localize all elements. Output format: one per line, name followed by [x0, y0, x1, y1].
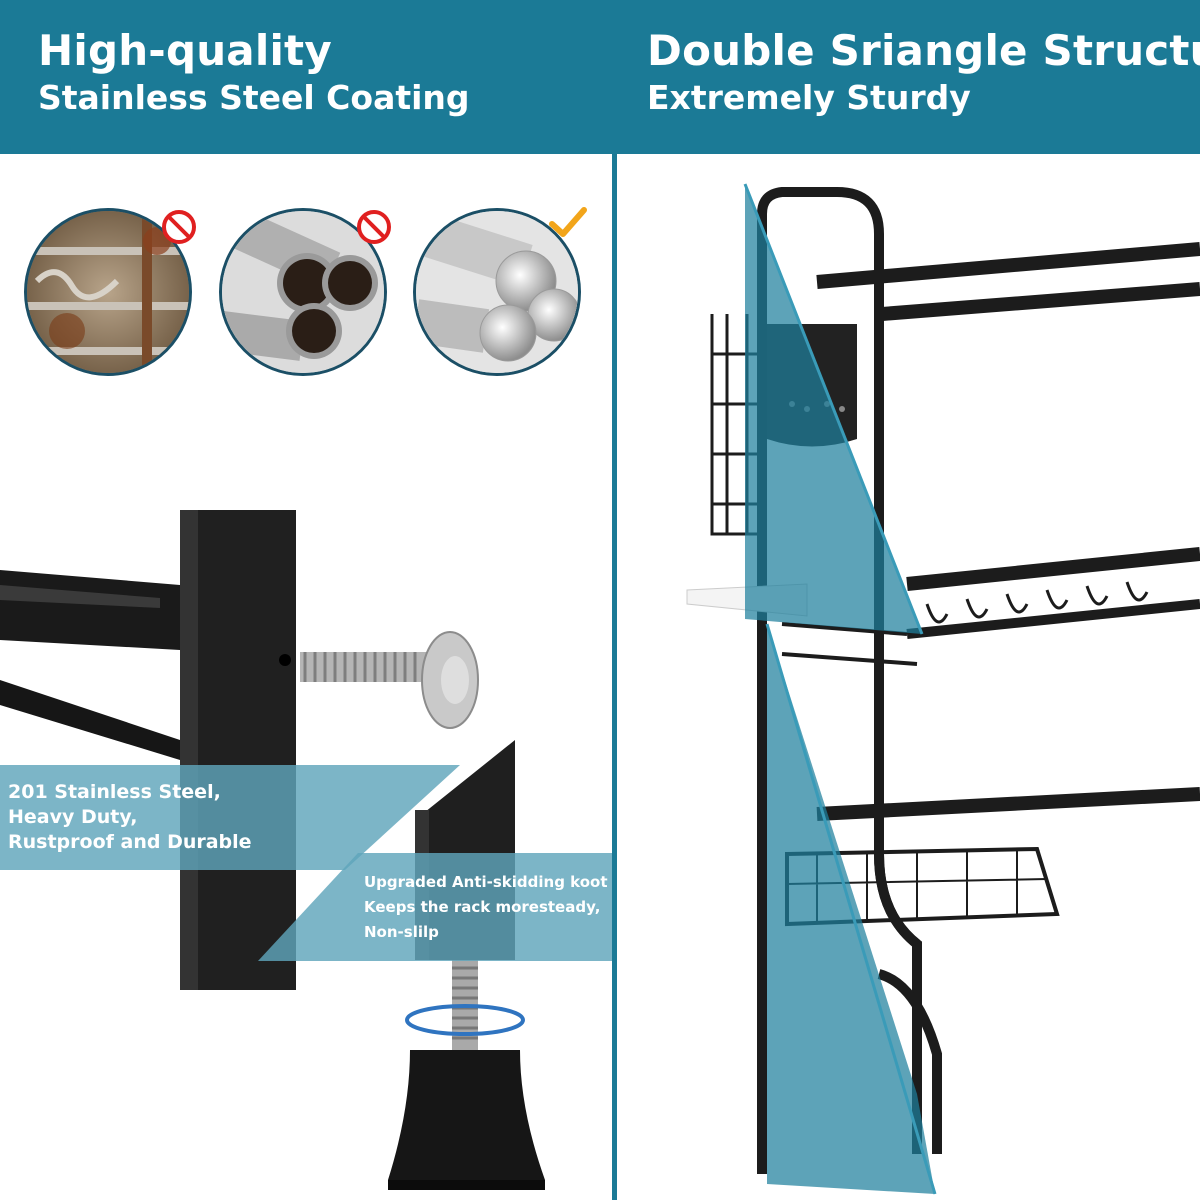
right-panel: Double Sriangle Structure Extremely Stur… — [617, 0, 1200, 1200]
band1-line-1: 201 Stainless Steel, — [8, 781, 221, 803]
band2-line-1: Upgraded Anti-skidding koot p — [364, 873, 612, 891]
rusted-grill-image — [24, 208, 192, 376]
feature-band-2-text: Upgraded Anti-skidding koot p Keeps the … — [364, 870, 612, 945]
dish-rack-illustration — [686, 183, 1200, 1195]
feature-band-1 — [0, 765, 460, 870]
solid-rods-image — [413, 208, 581, 376]
feature-band-1-text: 201 Stainless Steel, Heavy Duty, Rustpro… — [8, 780, 252, 855]
prohibited-icon — [355, 208, 393, 246]
right-banner: Double Sriangle Structure Extremely Stur… — [617, 0, 1200, 154]
right-title: Double Sriangle Structure — [647, 26, 1200, 75]
panel-divider — [612, 0, 617, 1200]
prohibited-icon — [160, 208, 198, 246]
right-subtitle: Extremely Sturdy — [647, 78, 971, 117]
left-subtitle: Stainless Steel Coating — [38, 78, 470, 117]
band1-line-3: Rustproof and Durable — [8, 831, 252, 853]
hollow-tubes-image — [219, 208, 387, 376]
feature-band-2 — [258, 853, 612, 961]
left-banner: High-quality Stainless Steel Coating — [0, 0, 612, 154]
band1-line-2: Heavy Duty, — [8, 806, 138, 828]
band2-line-2: Keeps the rack moresteady, — [364, 898, 601, 916]
left-title: High-quality — [38, 26, 332, 75]
check-icon — [548, 206, 588, 242]
left-panel: High-quality Stainless Steel Coating — [0, 0, 612, 1190]
band2-line-3: Non-slilp — [364, 923, 439, 941]
